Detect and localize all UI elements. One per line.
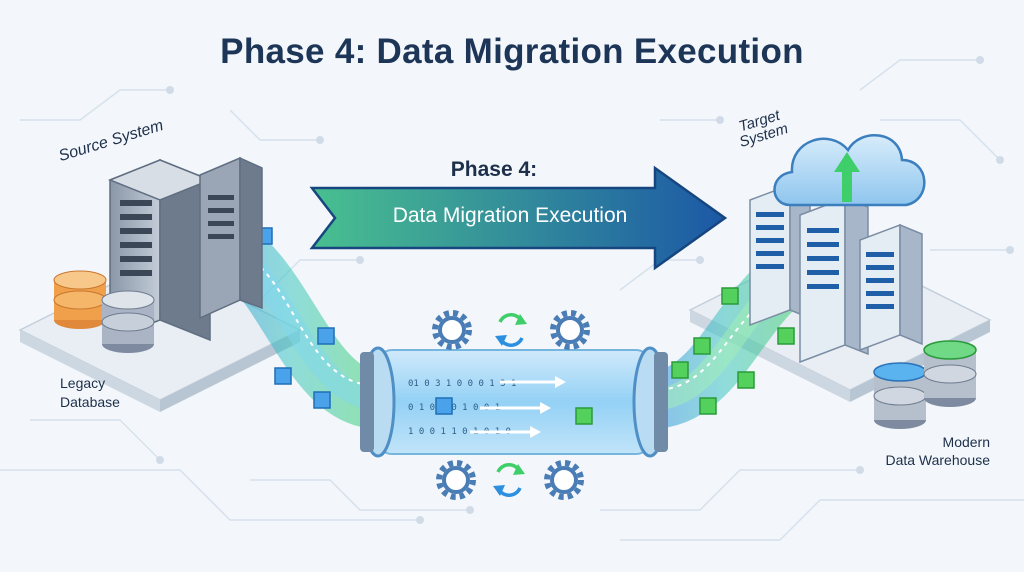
- page-title: Phase 4: Data Migration Execution: [0, 32, 1024, 72]
- legacy-database-label: Legacy Database: [60, 374, 120, 412]
- transfer-pipe: 01 0 3 1 0 0 0 1 3 1 0 1 0 1 0 1 0 0 1 1…: [360, 348, 668, 456]
- cloud-upload-icon: [775, 135, 925, 205]
- arrow-label: Data Migration Execution: [330, 204, 690, 228]
- arrow-heading: Phase 4:: [424, 158, 564, 182]
- modern-data-warehouse-label: Modern Data Warehouse: [850, 433, 990, 469]
